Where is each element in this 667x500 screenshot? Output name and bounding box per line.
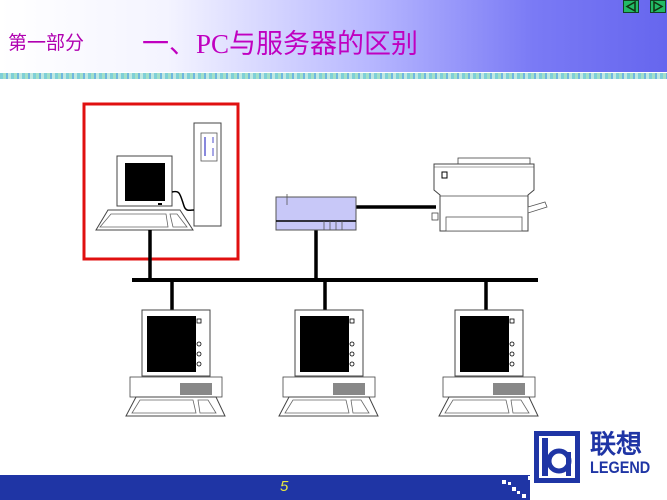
triangle-right-icon [653, 1, 664, 12]
header-divider [0, 73, 667, 79]
footer-bar [0, 475, 530, 500]
client-pc-2-icon [278, 309, 379, 417]
highlighted-pc-icon [95, 122, 222, 231]
next-slide-button[interactable] [650, 0, 666, 13]
network-diagram [82, 102, 548, 417]
highlight-box [82, 102, 240, 261]
slide-header: 第一部分 一、PC与服务器的区别 [0, 0, 667, 72]
section-label: 第一部分 [8, 33, 85, 54]
printer-icon [431, 157, 548, 232]
client-pc-3-icon [438, 309, 539, 417]
previous-slide-button[interactable] [623, 0, 639, 13]
logo-english: LEGEND [590, 458, 651, 477]
legend-logo-text: 联想 LEGEND [590, 430, 661, 476]
network-hub-icon [275, 194, 357, 231]
client-pc-1-icon [125, 309, 226, 417]
pixel-decoration-icon [502, 480, 526, 498]
legend-logo-icon [528, 431, 580, 488]
slide-title: 一、PC与服务器的区别 [142, 29, 419, 59]
page-number: 5 [280, 478, 289, 495]
triangle-left-icon [625, 1, 636, 12]
logo-chinese: 联想 [590, 429, 643, 459]
